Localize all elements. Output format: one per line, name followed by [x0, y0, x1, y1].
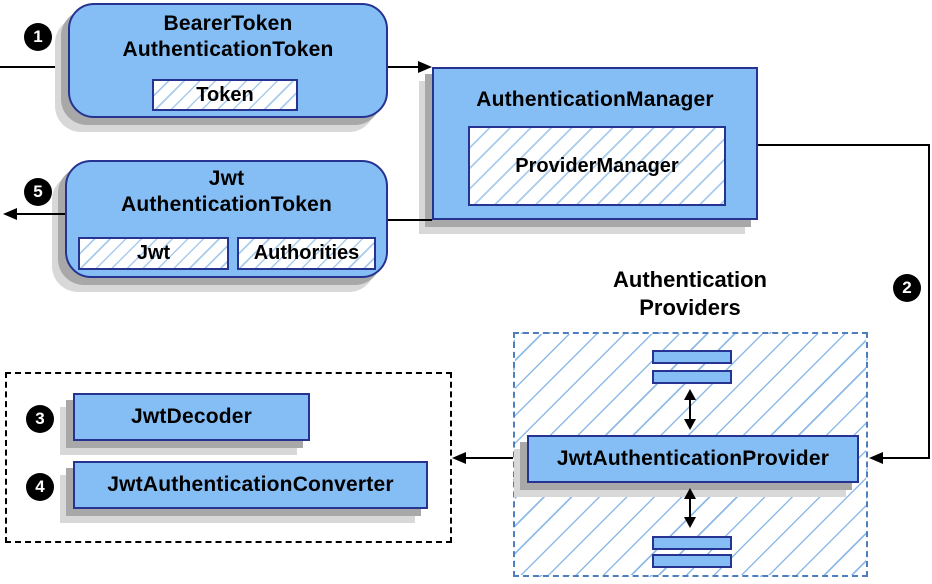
provider-bar: [652, 370, 732, 384]
provider-manager-chip-label: ProviderManager: [515, 154, 679, 177]
step-4-badge: 4: [26, 473, 54, 501]
jwt-authentication-converter-box: JwtAuthenticationConverter: [73, 461, 428, 509]
provider-list-arrow-up-icon: [684, 488, 696, 499]
provider-list-arrow-down-icon: [684, 419, 696, 430]
authorities-chip-label: Authorities: [253, 242, 360, 264]
bearer-to-manager-line: [388, 66, 420, 68]
step-3-badge: 3: [26, 405, 54, 433]
step-2-badge: 2: [893, 274, 921, 302]
incoming-request-line: [0, 66, 68, 68]
provider-bar: [652, 536, 732, 550]
authorities-chip: Authorities: [237, 237, 376, 270]
manager-to-provider-line-vertical: [928, 144, 930, 459]
manager-to-provider-line-bottom: [883, 457, 930, 459]
provider-manager-chip: ProviderManager: [468, 126, 726, 206]
jwt-decoder-box: JwtDecoder: [73, 393, 310, 441]
outgoing-result-arrowhead-icon: [3, 208, 17, 220]
bearer-token-box-title-line1: BearerToken: [163, 12, 293, 35]
jwt-authentication-provider-label: JwtAuthenticationProvider: [556, 447, 830, 470]
provider-list-arrow-line: [689, 498, 691, 518]
jwt-chip-label: Jwt: [136, 242, 171, 264]
manager-to-jwt-token-line: [388, 219, 432, 221]
provider-list-arrow-up-icon: [684, 389, 696, 400]
jwt-token-box-title-line2: AuthenticationToken: [120, 193, 333, 216]
authentication-providers-label-line2: Providers: [639, 295, 741, 320]
bearer-to-manager-arrowhead-icon: [418, 61, 432, 73]
authentication-manager-title: AuthenticationManager: [476, 88, 714, 111]
authentication-manager-box: AuthenticationManager ProviderManager: [432, 67, 758, 220]
provider-list-arrow-down-icon: [684, 517, 696, 528]
bearer-token-box-title-line2: AuthenticationToken: [122, 38, 334, 61]
jwt-authentication-converter-label: JwtAuthenticationConverter: [107, 473, 394, 496]
token-chip: Token: [152, 79, 298, 111]
step-5-badge: 5: [24, 178, 52, 206]
step-1-badge: 1: [24, 23, 52, 51]
bearer-token-authentication-token-box: BearerToken AuthenticationToken Token: [68, 3, 388, 118]
provider-to-decoders-line: [466, 457, 513, 459]
authentication-providers-label: Authentication Providers: [553, 266, 827, 322]
manager-to-provider-arrowhead-icon: [869, 452, 883, 464]
provider-to-decoders-arrowhead-icon: [452, 452, 466, 464]
jwt-token-box-title: Jwt AuthenticationToken: [67, 162, 386, 218]
authentication-providers-label-line1: Authentication: [613, 267, 767, 292]
manager-to-provider-line-top: [758, 144, 930, 146]
jwt-token-box-title-line1: Jwt: [208, 167, 245, 190]
token-chip-label: Token: [196, 83, 254, 106]
provider-bar: [652, 350, 732, 364]
provider-list-arrow-line: [689, 399, 691, 420]
jwt-decoder-label: JwtDecoder: [130, 405, 253, 428]
jwt-authentication-token-box: Jwt AuthenticationToken Jwt Authorities: [65, 160, 388, 278]
outgoing-result-line: [15, 213, 65, 215]
jwt-chip: Jwt: [78, 237, 229, 270]
bearer-token-box-title: BearerToken AuthenticationToken: [70, 5, 386, 63]
jwt-authentication-provider-box: JwtAuthenticationProvider: [527, 435, 859, 483]
provider-bar: [652, 554, 732, 568]
